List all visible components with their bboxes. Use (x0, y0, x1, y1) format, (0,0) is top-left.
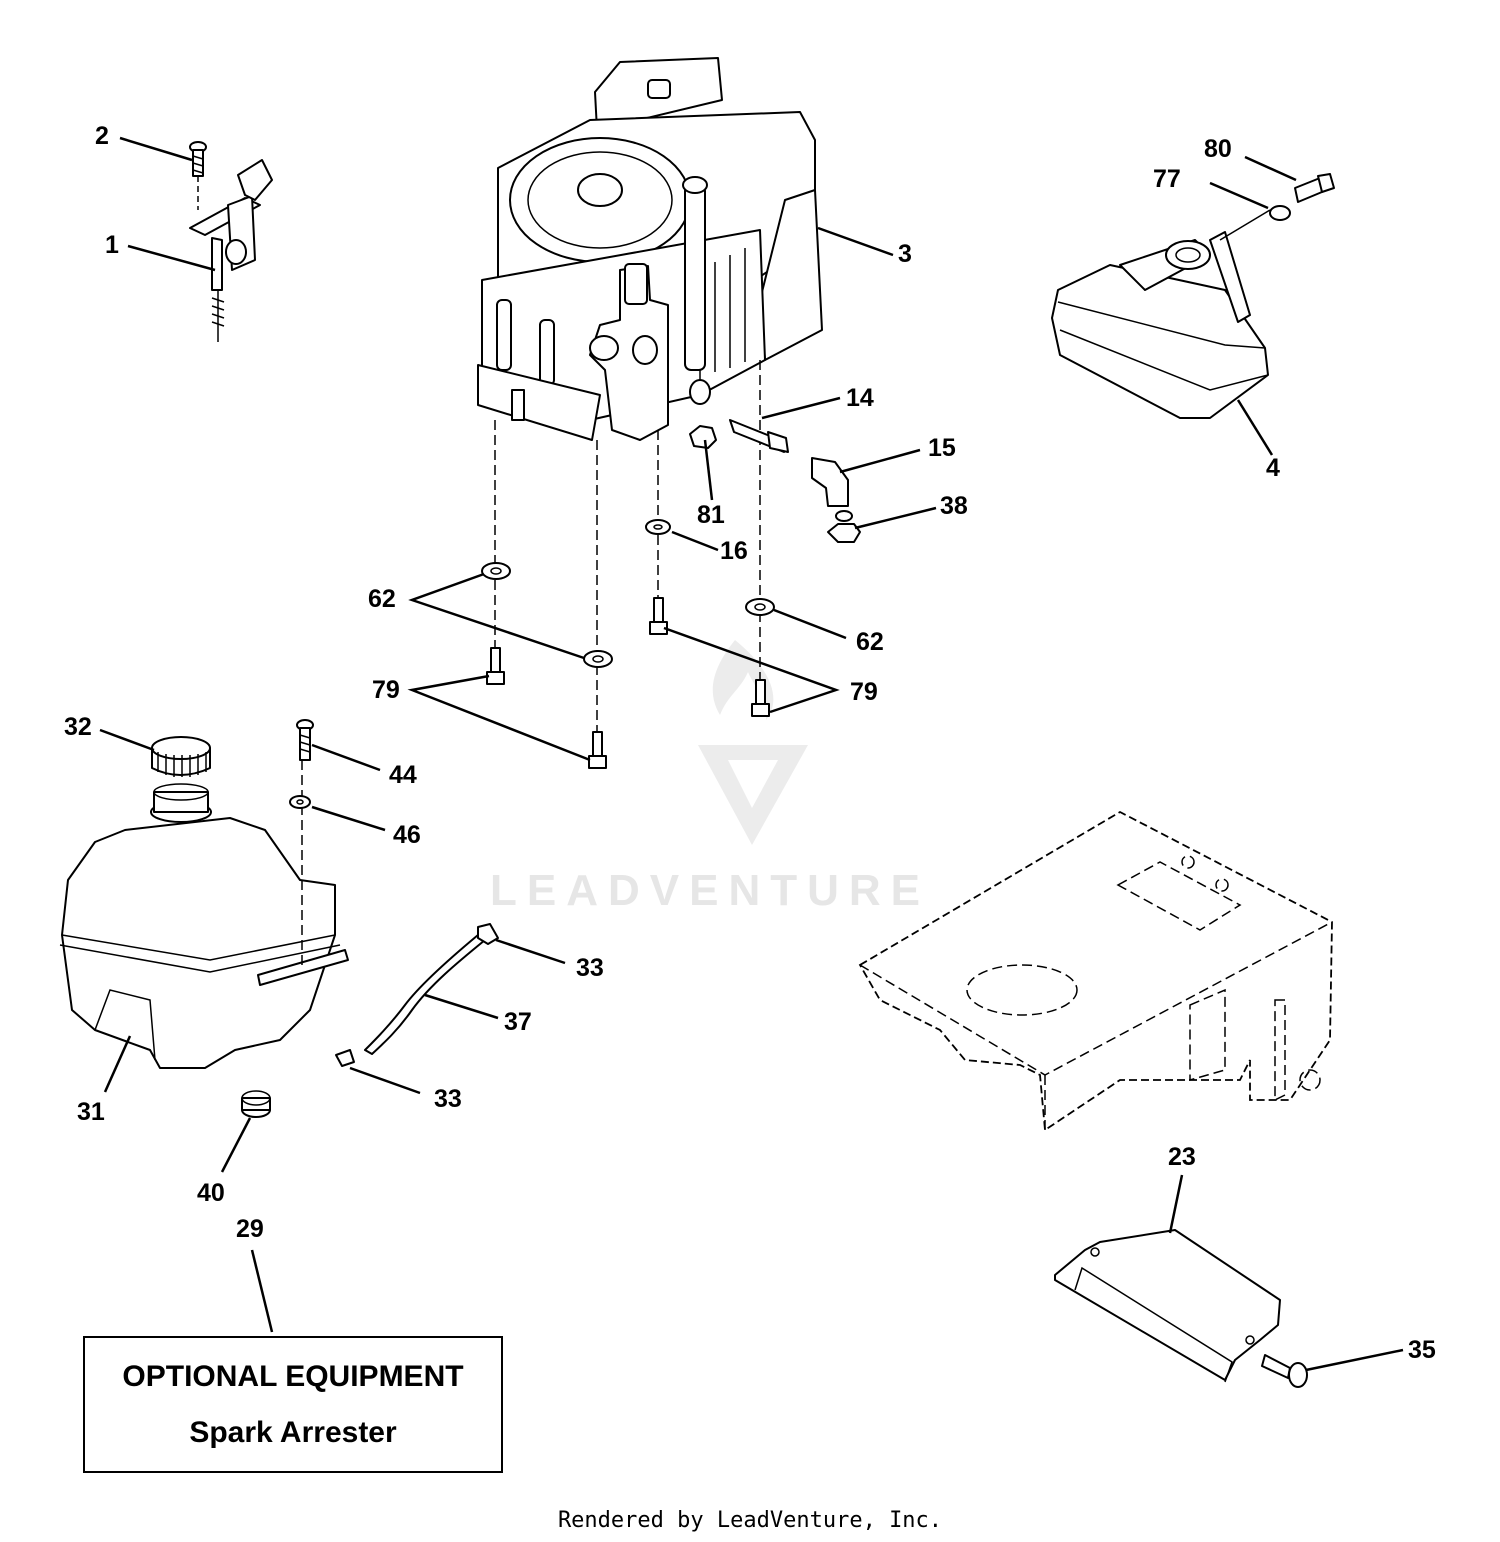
optional-equipment-title: OPTIONAL EQUIPMENT (122, 1360, 464, 1393)
fuel-cap-part (151, 736, 211, 777)
frame-part (858, 810, 1333, 1132)
callout-40: 40 (197, 1179, 225, 1207)
watermark-logo (698, 640, 808, 845)
optional-equipment-box: OPTIONAL EQUIPMENT Spark Arrester (83, 1336, 503, 1473)
callout-31: 31 (77, 1098, 105, 1126)
lockwasher-16-part (645, 519, 671, 535)
fuel-hose-part (364, 934, 486, 1055)
callout-33b: 33 (434, 1085, 462, 1113)
heat-shield-part (1054, 1229, 1281, 1383)
watermark-text: LEADVENTURE (490, 866, 930, 915)
nut-38-part (827, 510, 861, 543)
screw-2-part (189, 141, 207, 210)
fuel-tank-part (59, 783, 349, 1069)
hose-clamp-33-part (335, 923, 499, 1067)
callout-15: 15 (928, 434, 956, 462)
callout-23: 23 (1168, 1143, 1196, 1171)
callout-79a: 79 (372, 676, 400, 704)
washer-46-part (289, 795, 311, 809)
bushing-40-part (241, 1090, 271, 1118)
callout-62a: 62 (368, 585, 396, 613)
pipe-14-part (729, 419, 789, 453)
screw-35-part (1261, 1354, 1308, 1388)
callout-37: 37 (504, 1008, 532, 1036)
render-credit: Rendered by LeadVenture, Inc. (557, 1508, 943, 1533)
callout-labels: 1 2 3 4 14 15 16 23 29 31 32 33 33 35 37… (64, 122, 1436, 1364)
callout-33a: 33 (576, 954, 604, 982)
engine-part (477, 57, 823, 441)
callout-77: 77 (1153, 165, 1181, 193)
callout-38: 38 (940, 492, 968, 520)
screw-44-part (296, 719, 314, 965)
callout-81: 81 (697, 501, 725, 529)
callout-14: 14 (846, 384, 874, 412)
callout-79b: 79 (850, 678, 878, 706)
callout-46: 46 (393, 821, 421, 849)
washer-77-part (1269, 205, 1291, 221)
callout-32: 32 (64, 713, 92, 741)
callout-44: 44 (389, 761, 417, 789)
nut-81-part (689, 425, 717, 449)
stud-alignment-lines (494, 360, 761, 740)
callout-1: 1 (105, 231, 119, 259)
callout-29: 29 (236, 1215, 264, 1243)
callout-3: 3 (898, 240, 912, 268)
callout-80: 80 (1204, 135, 1232, 163)
washer-62-part (481, 562, 775, 668)
leader-lines (99, 136, 1404, 1372)
muffler-part (1051, 209, 1271, 419)
callout-35: 35 (1408, 1336, 1436, 1364)
bolt-79-part (486, 597, 770, 769)
callout-62b: 62 (856, 628, 884, 656)
elbow-15-part (811, 457, 849, 507)
callout-2: 2 (95, 122, 109, 150)
spark-arrester-label: Spark Arrester (189, 1416, 397, 1449)
screw-80-part (1294, 173, 1335, 203)
throttle-control-part (189, 159, 273, 342)
callout-16: 16 (720, 537, 748, 565)
callout-4: 4 (1266, 454, 1280, 482)
